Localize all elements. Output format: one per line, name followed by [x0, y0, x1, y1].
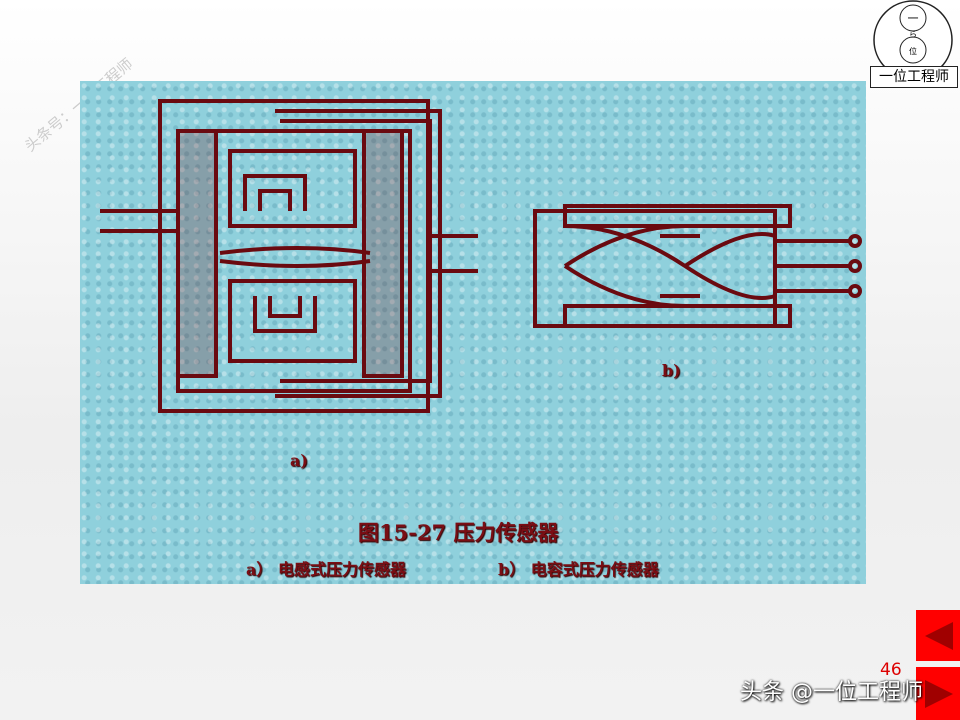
logo-label: 一位工程师: [870, 66, 958, 88]
prev-slide-button[interactable]: [916, 610, 960, 661]
footer-watermark: 头条 @一位工程师: [740, 680, 923, 705]
figure-image: a) b) 图15-27 压力传感器 a） 电感式压力传感器 b） 电容式压力传…: [80, 81, 866, 584]
label-a: a): [290, 451, 308, 470]
logo-top-char: 一: [908, 12, 919, 25]
next-slide-button[interactable]: [916, 667, 960, 720]
logo-mid-char: ら: [909, 30, 917, 39]
logo: 一 ら 位: [873, 0, 953, 80]
capacitive-sensor-drawing: [533, 204, 862, 328]
triangle-right-icon: [925, 679, 953, 708]
logo-bottom-char: 位: [909, 46, 917, 56]
label-b: b): [662, 361, 681, 380]
triangle-left-icon: [925, 621, 953, 650]
sensor-diagram: [100, 99, 862, 413]
inductive-sensor-drawing: [100, 99, 478, 413]
figure-title: 图15-27 压力传感器: [358, 520, 559, 545]
figure-subtitle-a: a） 电感式压力传感器: [246, 560, 406, 579]
figure-subtitle-b: b） 电容式压力传感器: [498, 560, 659, 579]
page-number: 46: [880, 660, 902, 680]
